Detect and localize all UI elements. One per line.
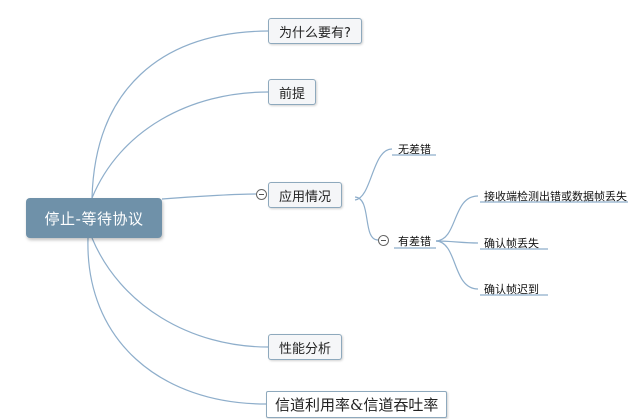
leaf-receiver-detects-error-or-frame-lost[interactable]: 接收端检测出错或数据帧丢失 xyxy=(484,190,627,203)
branch-performance-analysis[interactable]: 性能分析 xyxy=(268,334,343,360)
connector-error-acklost xyxy=(435,240,479,244)
root-node[interactable]: 停止-等待协议 xyxy=(26,198,162,238)
connector-error-detect xyxy=(435,195,479,242)
connector-root-cases xyxy=(161,193,257,200)
connector-root-why xyxy=(91,30,269,199)
branch-channel-utilization[interactable]: 信道利用率&信道吞吐率 xyxy=(266,391,448,418)
branch-application-cases[interactable]: 应用情况 xyxy=(268,182,343,208)
leaf-ack-frame-lost[interactable]: 确认帧丢失 xyxy=(484,237,539,250)
branch-premise[interactable]: 前提 xyxy=(268,79,317,105)
collapse-toggle-error[interactable] xyxy=(378,235,389,246)
connector-cases-noerror xyxy=(354,148,393,201)
collapse-toggle-cases[interactable] xyxy=(256,189,267,200)
connector-root-performance xyxy=(91,237,269,348)
connector-error-acklate xyxy=(435,240,479,290)
connector-cases-error xyxy=(354,196,379,241)
leaf-no-error[interactable]: 无差错 xyxy=(398,143,431,156)
branch-why[interactable]: 为什么要有? xyxy=(268,18,362,44)
connector-root-utilization xyxy=(87,237,267,405)
connector-root-premise xyxy=(91,91,269,199)
leaf-has-error[interactable]: 有差错 xyxy=(398,235,431,248)
leaf-ack-frame-late[interactable]: 确认帧迟到 xyxy=(484,283,539,296)
